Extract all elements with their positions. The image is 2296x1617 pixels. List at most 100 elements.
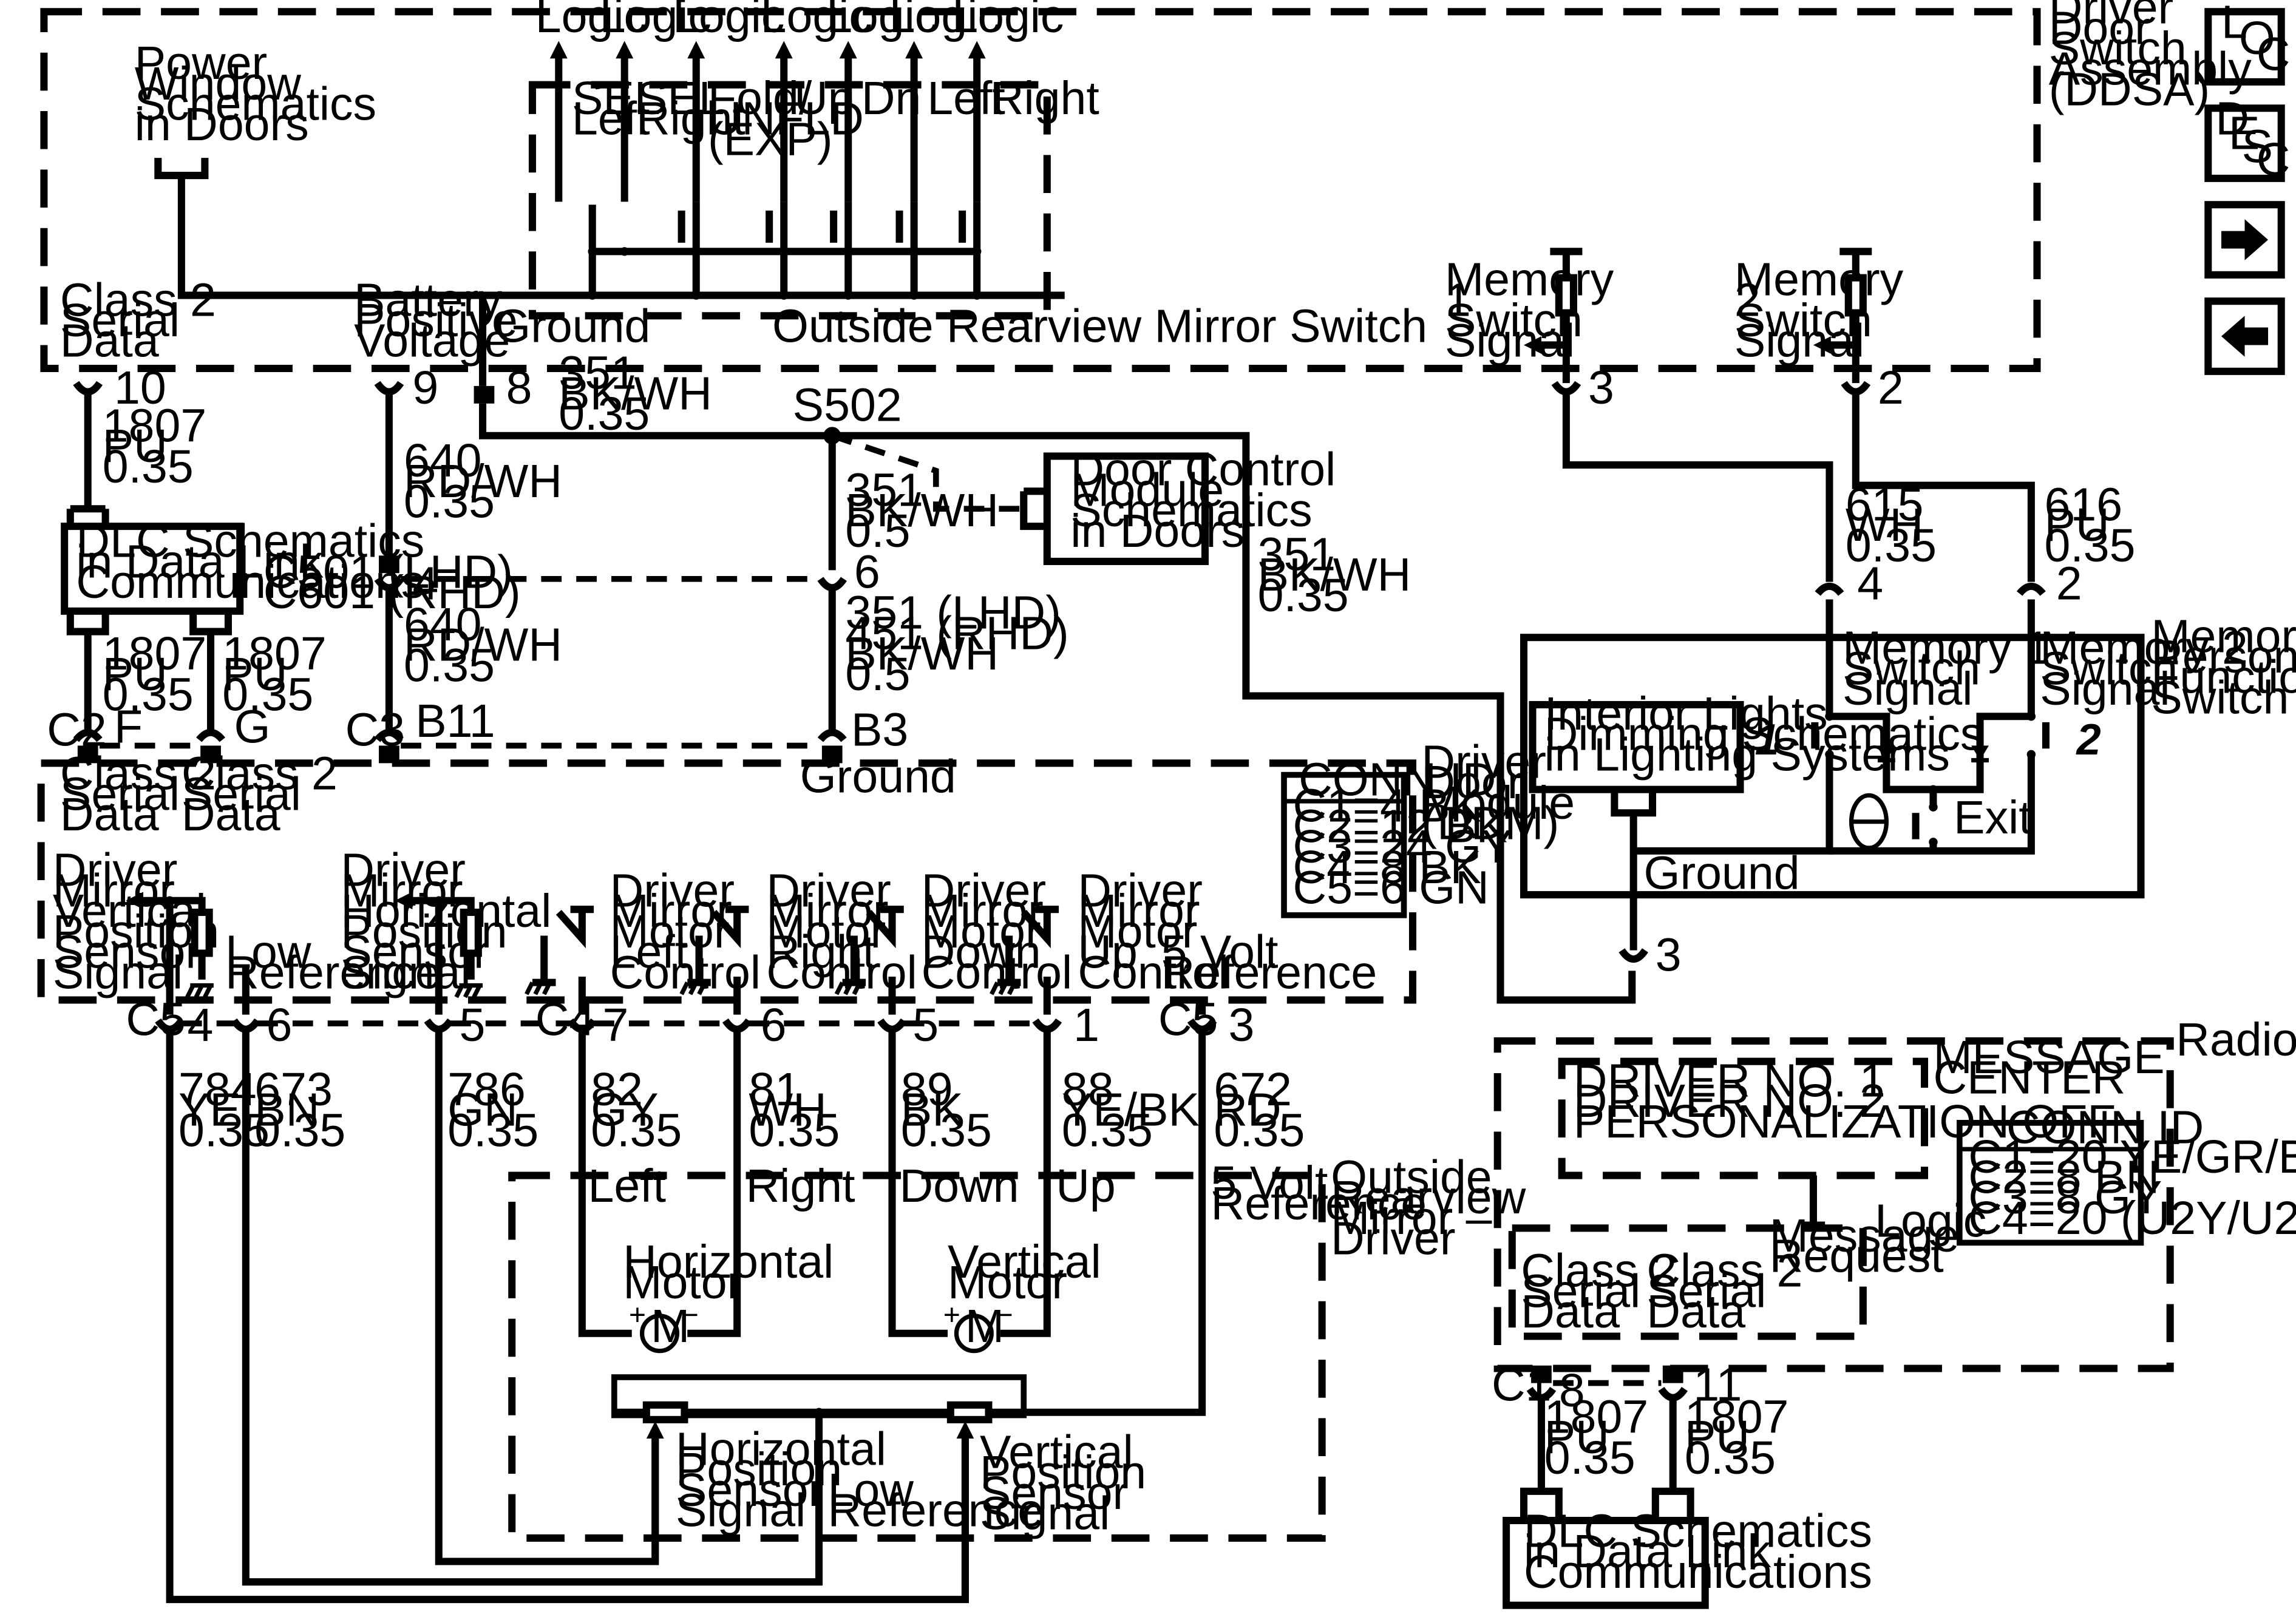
svg-text:Data: Data xyxy=(182,788,280,841)
svg-text:Signal: Signal xyxy=(1843,663,1972,715)
wire-88: 88 YE/BK 0.35 xyxy=(1062,1063,1200,1156)
svg-text:786: 786 xyxy=(447,1063,526,1116)
svg-text:1: 1 xyxy=(1445,274,1471,326)
svg-text:0.35: 0.35 xyxy=(222,669,313,721)
svg-text:Signal: Signal xyxy=(676,1485,806,1537)
radio-logic-label: Logic xyxy=(1875,1195,1986,1247)
radio-class2-b-label: Class 2 Serial Data xyxy=(1646,1245,1802,1338)
svg-text:Switch: Switch xyxy=(2040,642,2178,694)
svg-text:1: 1 xyxy=(1073,999,1099,1051)
svg-text:0.35: 0.35 xyxy=(1062,1104,1153,1156)
svg-text:3: 3 xyxy=(1656,929,1682,981)
wire-640-a: 640 RD/WH 0.35 xyxy=(404,435,562,527)
svg-text:640: 640 xyxy=(404,435,482,487)
wire-673: 673 BN 0.35 xyxy=(254,1063,345,1156)
svg-text:GY: GY xyxy=(591,1084,658,1136)
svg-text:0.35: 0.35 xyxy=(1214,1104,1305,1156)
ddm-vert-sensor-circuit xyxy=(126,892,214,1015)
svg-text:YE/BK: YE/BK xyxy=(1062,1084,1200,1136)
svg-text:BK/WH: BK/WH xyxy=(845,628,999,680)
svg-text:C4: C4 xyxy=(535,993,596,1045)
svg-text:YE: YE xyxy=(178,1084,241,1136)
dlc-bottom-box: DLC Schematics in Data Link Communicatio… xyxy=(1503,1505,1872,1609)
desc-button[interactable]: D E S C xyxy=(2204,93,2290,186)
svg-text:RD/WH: RD/WH xyxy=(404,455,562,507)
loc-letter: L xyxy=(2221,0,2247,49)
ddm-relay-down xyxy=(834,906,904,1015)
svg-text:C2=8 BN: C2=8 BN xyxy=(1968,1151,2159,1203)
svg-text:+: + xyxy=(629,1298,646,1331)
svg-text:Up: Up xyxy=(794,72,854,124)
wire-1807-b: 1807 PU 0.35 xyxy=(103,628,206,720)
svg-text:81: 81 xyxy=(749,1063,801,1116)
svg-text:Driver: Driver xyxy=(610,864,735,917)
svg-text:Communications: Communications xyxy=(1524,1546,1872,1598)
radio-border xyxy=(1493,1037,2174,1372)
svg-text:351 (LHD): 351 (LHD) xyxy=(845,587,1061,639)
svg-text:CENTER: CENTER xyxy=(1933,1052,2125,1104)
svg-text:C501 (LHD): C501 (LHD) xyxy=(263,546,513,598)
svg-text:Message: Message xyxy=(1770,1210,1960,1262)
svg-text:Communications: Communications xyxy=(76,556,424,608)
svg-text:Control: Control xyxy=(1078,946,1228,998)
wire-351-b: 351 BK/WH 0.5 xyxy=(845,464,999,557)
svg-text:0.35: 0.35 xyxy=(1258,569,1349,622)
ddm-title: Driver Door Module (DDM) xyxy=(1421,736,1575,849)
svg-text:B3: B3 xyxy=(851,703,908,756)
wire-616: 616 PU 0.35 xyxy=(2045,478,2136,571)
svg-text:C4=20 (U2Y/U2X): C4=20 (U2Y/U2X) xyxy=(1968,1192,2296,1244)
svg-text:6: 6 xyxy=(854,546,880,598)
svg-text:Outside: Outside xyxy=(1331,1151,1492,1203)
svg-text:Class 2: Class 2 xyxy=(60,748,216,800)
message-center-label: MESSAGE CENTER xyxy=(1933,1031,2164,1104)
svg-text:in Doors: in Doors xyxy=(135,98,309,151)
svg-text:Position: Position xyxy=(676,1443,842,1496)
svg-text:DRIVER NO. 1: DRIVER NO. 1 xyxy=(1574,1055,1886,1107)
svg-text:0.5: 0.5 xyxy=(845,505,910,557)
ddm-relay-right xyxy=(679,906,749,1015)
svg-text:Motor: Motor xyxy=(1078,906,1197,958)
wire-784: 784 YE 0.35 xyxy=(178,1063,270,1156)
horizontal-motor: Horizontal Motor M + − xyxy=(623,1236,834,1354)
svg-text:C2: C2 xyxy=(47,703,107,756)
svg-text:Dn: Dn xyxy=(861,72,922,124)
svg-text:CONN ID: CONN ID xyxy=(2006,1102,2204,1154)
svg-text:PU: PU xyxy=(1685,1411,1750,1463)
svg-text:0.35: 0.35 xyxy=(254,1104,345,1156)
memory-switch-two-icon: 2 xyxy=(2076,716,2101,764)
svg-text:0.35: 0.35 xyxy=(559,388,650,440)
ddm-motor-right-label: Driver Mirror Motor Right Control xyxy=(766,864,917,998)
svg-text:Signal: Signal xyxy=(341,946,470,998)
svg-text:Horizontal: Horizontal xyxy=(676,1423,886,1475)
svg-text:Reference: Reference xyxy=(1161,946,1377,998)
svg-text:Vertical: Vertical xyxy=(948,1236,1101,1288)
ddm-class2-g-label: Class 2 Serial Data xyxy=(182,748,338,841)
svg-text:Schematics: Schematics xyxy=(1070,484,1312,537)
loc-button[interactable]: L O C xyxy=(2204,0,2290,86)
svg-text:Class 2: Class 2 xyxy=(1521,1245,1677,1297)
svg-text:Sensor: Sensor xyxy=(53,926,201,978)
svg-text:8: 8 xyxy=(1559,1364,1585,1417)
svg-text:2: 2 xyxy=(2056,558,2082,610)
svg-text:Serial: Serial xyxy=(1521,1265,1640,1317)
svg-text:Personalization: Personalization xyxy=(2151,631,2296,683)
ddsa-ground-label: Ground xyxy=(494,300,650,353)
svg-text:Class 2: Class 2 xyxy=(1646,1245,1802,1297)
svg-text:Data: Data xyxy=(1646,1286,1745,1338)
svg-text:C3=8 GY: C3=8 GY xyxy=(1968,1171,2162,1224)
svg-text:BN: BN xyxy=(254,1084,319,1136)
svg-text:Signal: Signal xyxy=(1445,315,1575,367)
prev-button[interactable] xyxy=(2204,297,2285,375)
svg-text:Data: Data xyxy=(60,788,159,841)
ddm-border xyxy=(37,759,1416,1004)
svg-text:Voltage: Voltage xyxy=(354,315,510,367)
connector-2-mem2: 2 xyxy=(1841,362,1904,414)
svg-text:Motor: Motor xyxy=(922,906,1041,958)
memory-switch-m1-label: Memory 1 Switch Signal xyxy=(1843,622,2051,715)
next-button[interactable] xyxy=(2204,201,2285,279)
svg-text:351: 351 xyxy=(559,347,637,399)
position-sensors xyxy=(611,1374,1028,1600)
svg-text:SEL: SEL xyxy=(572,72,661,124)
memory2-resistor xyxy=(1813,248,1872,384)
